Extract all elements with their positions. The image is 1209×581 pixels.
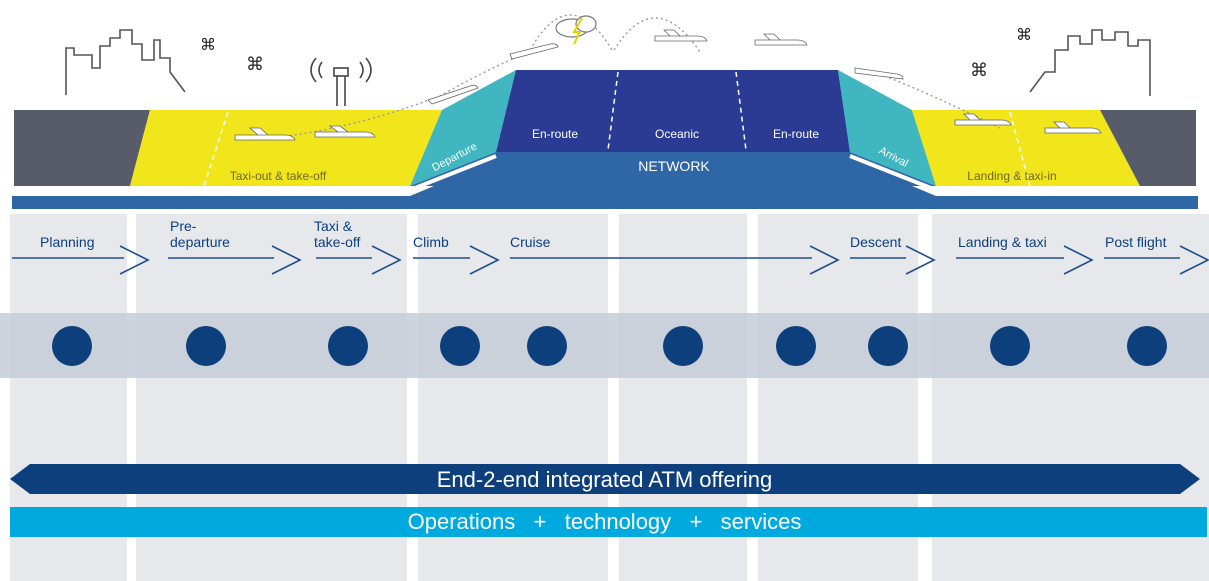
pillars-banner-label: Operations + technology + services: [407, 509, 802, 534]
phase-dot: [328, 326, 368, 366]
phase-arrow: [413, 245, 500, 275]
phase-dot: [990, 326, 1030, 366]
ground-left-segment: [14, 110, 150, 186]
taxi-out-segment: [130, 110, 442, 186]
airplane-icon: [509, 43, 559, 60]
phase-label-descent: Descent: [850, 234, 902, 250]
drone-icon: ⌘: [1016, 27, 1032, 44]
offering-banner-label: End-2-end integrated ATM offering: [436, 467, 773, 492]
network-label: NETWORK: [638, 158, 710, 174]
phase-label-taxi-take-off: Taxi &take-off: [314, 218, 361, 250]
phase-arrows: [12, 245, 1209, 275]
airplane-icon: [427, 84, 479, 105]
drone-icon: ⌘: [246, 54, 264, 74]
airplane-icon: [854, 67, 904, 80]
phase-label-landing-taxi: Landing & taxi: [958, 234, 1047, 250]
phase-label-planning: Planning: [40, 234, 95, 250]
storm-cloud-icon: [555, 15, 597, 45]
enroute-left-label: En-route: [532, 127, 578, 141]
control-tower-icon: [310, 57, 372, 106]
enroute-segment: [496, 70, 850, 152]
phase-arrow: [12, 245, 150, 275]
phase-arrow: [316, 245, 402, 275]
airplane-icon: [754, 33, 808, 46]
phase-dot: [52, 326, 92, 366]
airplane-icon: [654, 29, 708, 42]
landing-label: Landing & taxi-in: [967, 169, 1056, 183]
phase-label-cruise: Cruise: [510, 234, 551, 250]
phase-arrow: [1104, 245, 1209, 275]
airspace-illustration: ⌘ ⌘ ⌘ ⌘: [12, 14, 1198, 209]
taxi-out-label: Taxi-out & take-off: [230, 169, 327, 183]
phase-dot: [1127, 326, 1167, 366]
phase-label-post-flight: Post flight: [1105, 234, 1167, 250]
city-skyline-left-icon: [65, 29, 186, 95]
ground-right-segment: [1100, 110, 1196, 186]
phase-dot: [440, 326, 480, 366]
airplane-icon: [954, 113, 1012, 126]
phase-dot: [868, 326, 908, 366]
city-skyline-right-icon: [1029, 29, 1151, 96]
pillars-banner: [10, 507, 1207, 537]
airplane-icon: [1044, 121, 1102, 134]
airplane-icon: [314, 125, 376, 138]
phase-dot: [663, 326, 703, 366]
phase-dot: [186, 326, 226, 366]
arrival-segment: [838, 70, 936, 186]
phase-arrow: [510, 245, 840, 275]
offering-banner: [10, 464, 1200, 494]
phase-dot: [527, 326, 567, 366]
enroute-right-label: En-route: [773, 127, 819, 141]
oceanic-label: Oceanic: [655, 127, 699, 141]
phase-dot: [776, 326, 816, 366]
airplane-icon: [234, 127, 296, 141]
departure-segment: [410, 70, 516, 186]
drone-icon: ⌘: [970, 60, 988, 80]
phase-label-climb: Climb: [413, 234, 449, 250]
phase-arrow: [850, 245, 936, 275]
drone-icon: ⌘: [200, 37, 216, 54]
phase-label-pre-departure: Pre-departure: [170, 218, 230, 250]
base-bar: [12, 160, 1198, 209]
phase-arrow: [956, 245, 1094, 275]
phase-arrow: [168, 245, 302, 275]
